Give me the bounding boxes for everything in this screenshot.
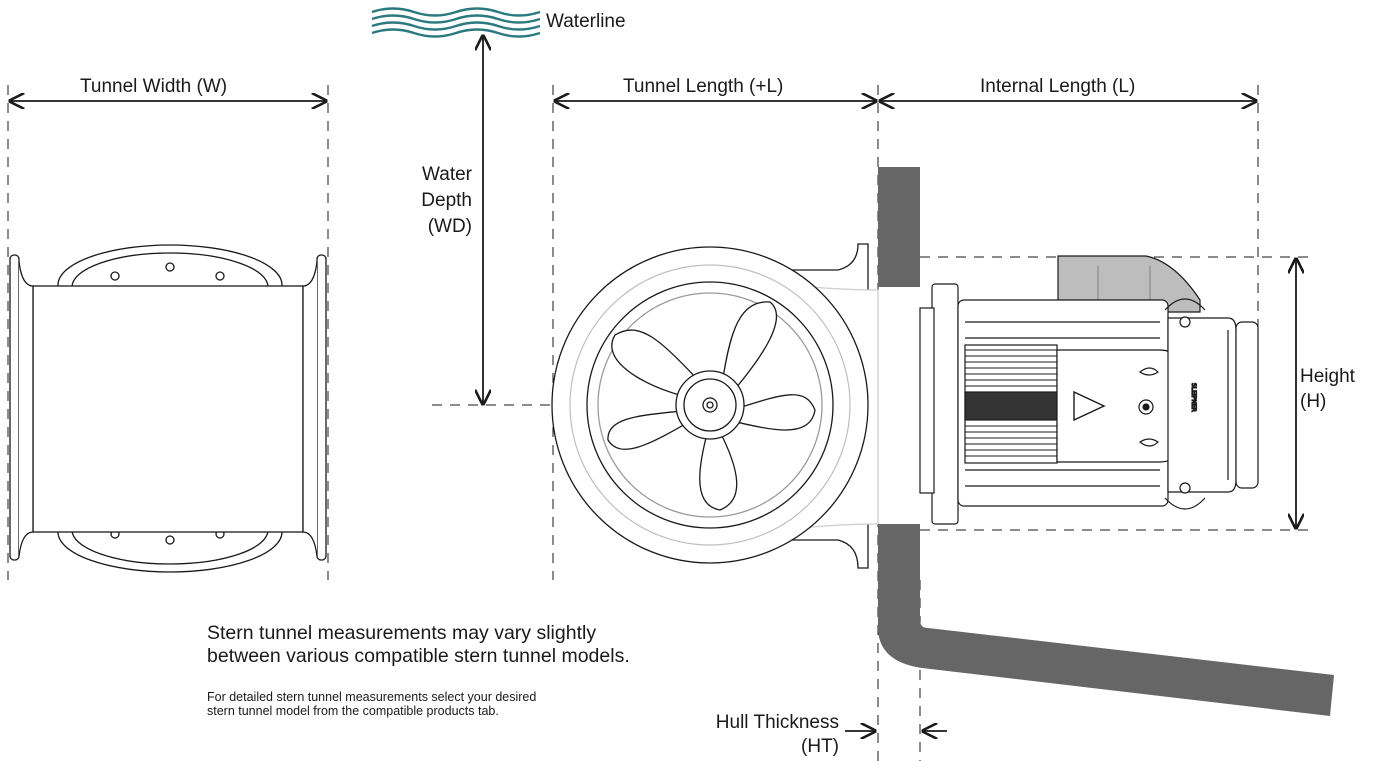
hull-thickness-label-2: (HT) [801, 736, 839, 757]
water-depth-label-1: Water [422, 164, 472, 185]
tunnel-front-view [9, 244, 327, 573]
tunnel-width-label: Tunnel Width (W) [80, 76, 228, 97]
details-note: For detailed stern tunnel measurements s… [207, 690, 537, 718]
water-depth-label-2: Depth [421, 190, 472, 211]
height-label-2: (H) [1300, 391, 1327, 412]
height-label-1: Height [1300, 366, 1355, 387]
hull-section [878, 167, 1334, 716]
propeller-side-view [551, 243, 879, 569]
hull-thickness-label-1: Hull Thickness [715, 712, 839, 733]
wave-icon [371, 7, 541, 38]
play-triangle-icon [1073, 390, 1106, 422]
dimension-arrows [10, 36, 1296, 731]
variation-note: Stern tunnel measurements may vary sligh… [207, 622, 630, 667]
water-depth-label-3: (WD) [427, 216, 472, 237]
waterline-label: Waterline [546, 11, 626, 32]
svg-text:SLEIPNER: SLEIPNER [1190, 383, 1197, 412]
motor-assembly: SLEIPNER [919, 255, 1259, 525]
tunnel-length-label: Tunnel Length (+L) [623, 76, 784, 97]
internal-length-label: Internal Length (L) [980, 76, 1136, 97]
